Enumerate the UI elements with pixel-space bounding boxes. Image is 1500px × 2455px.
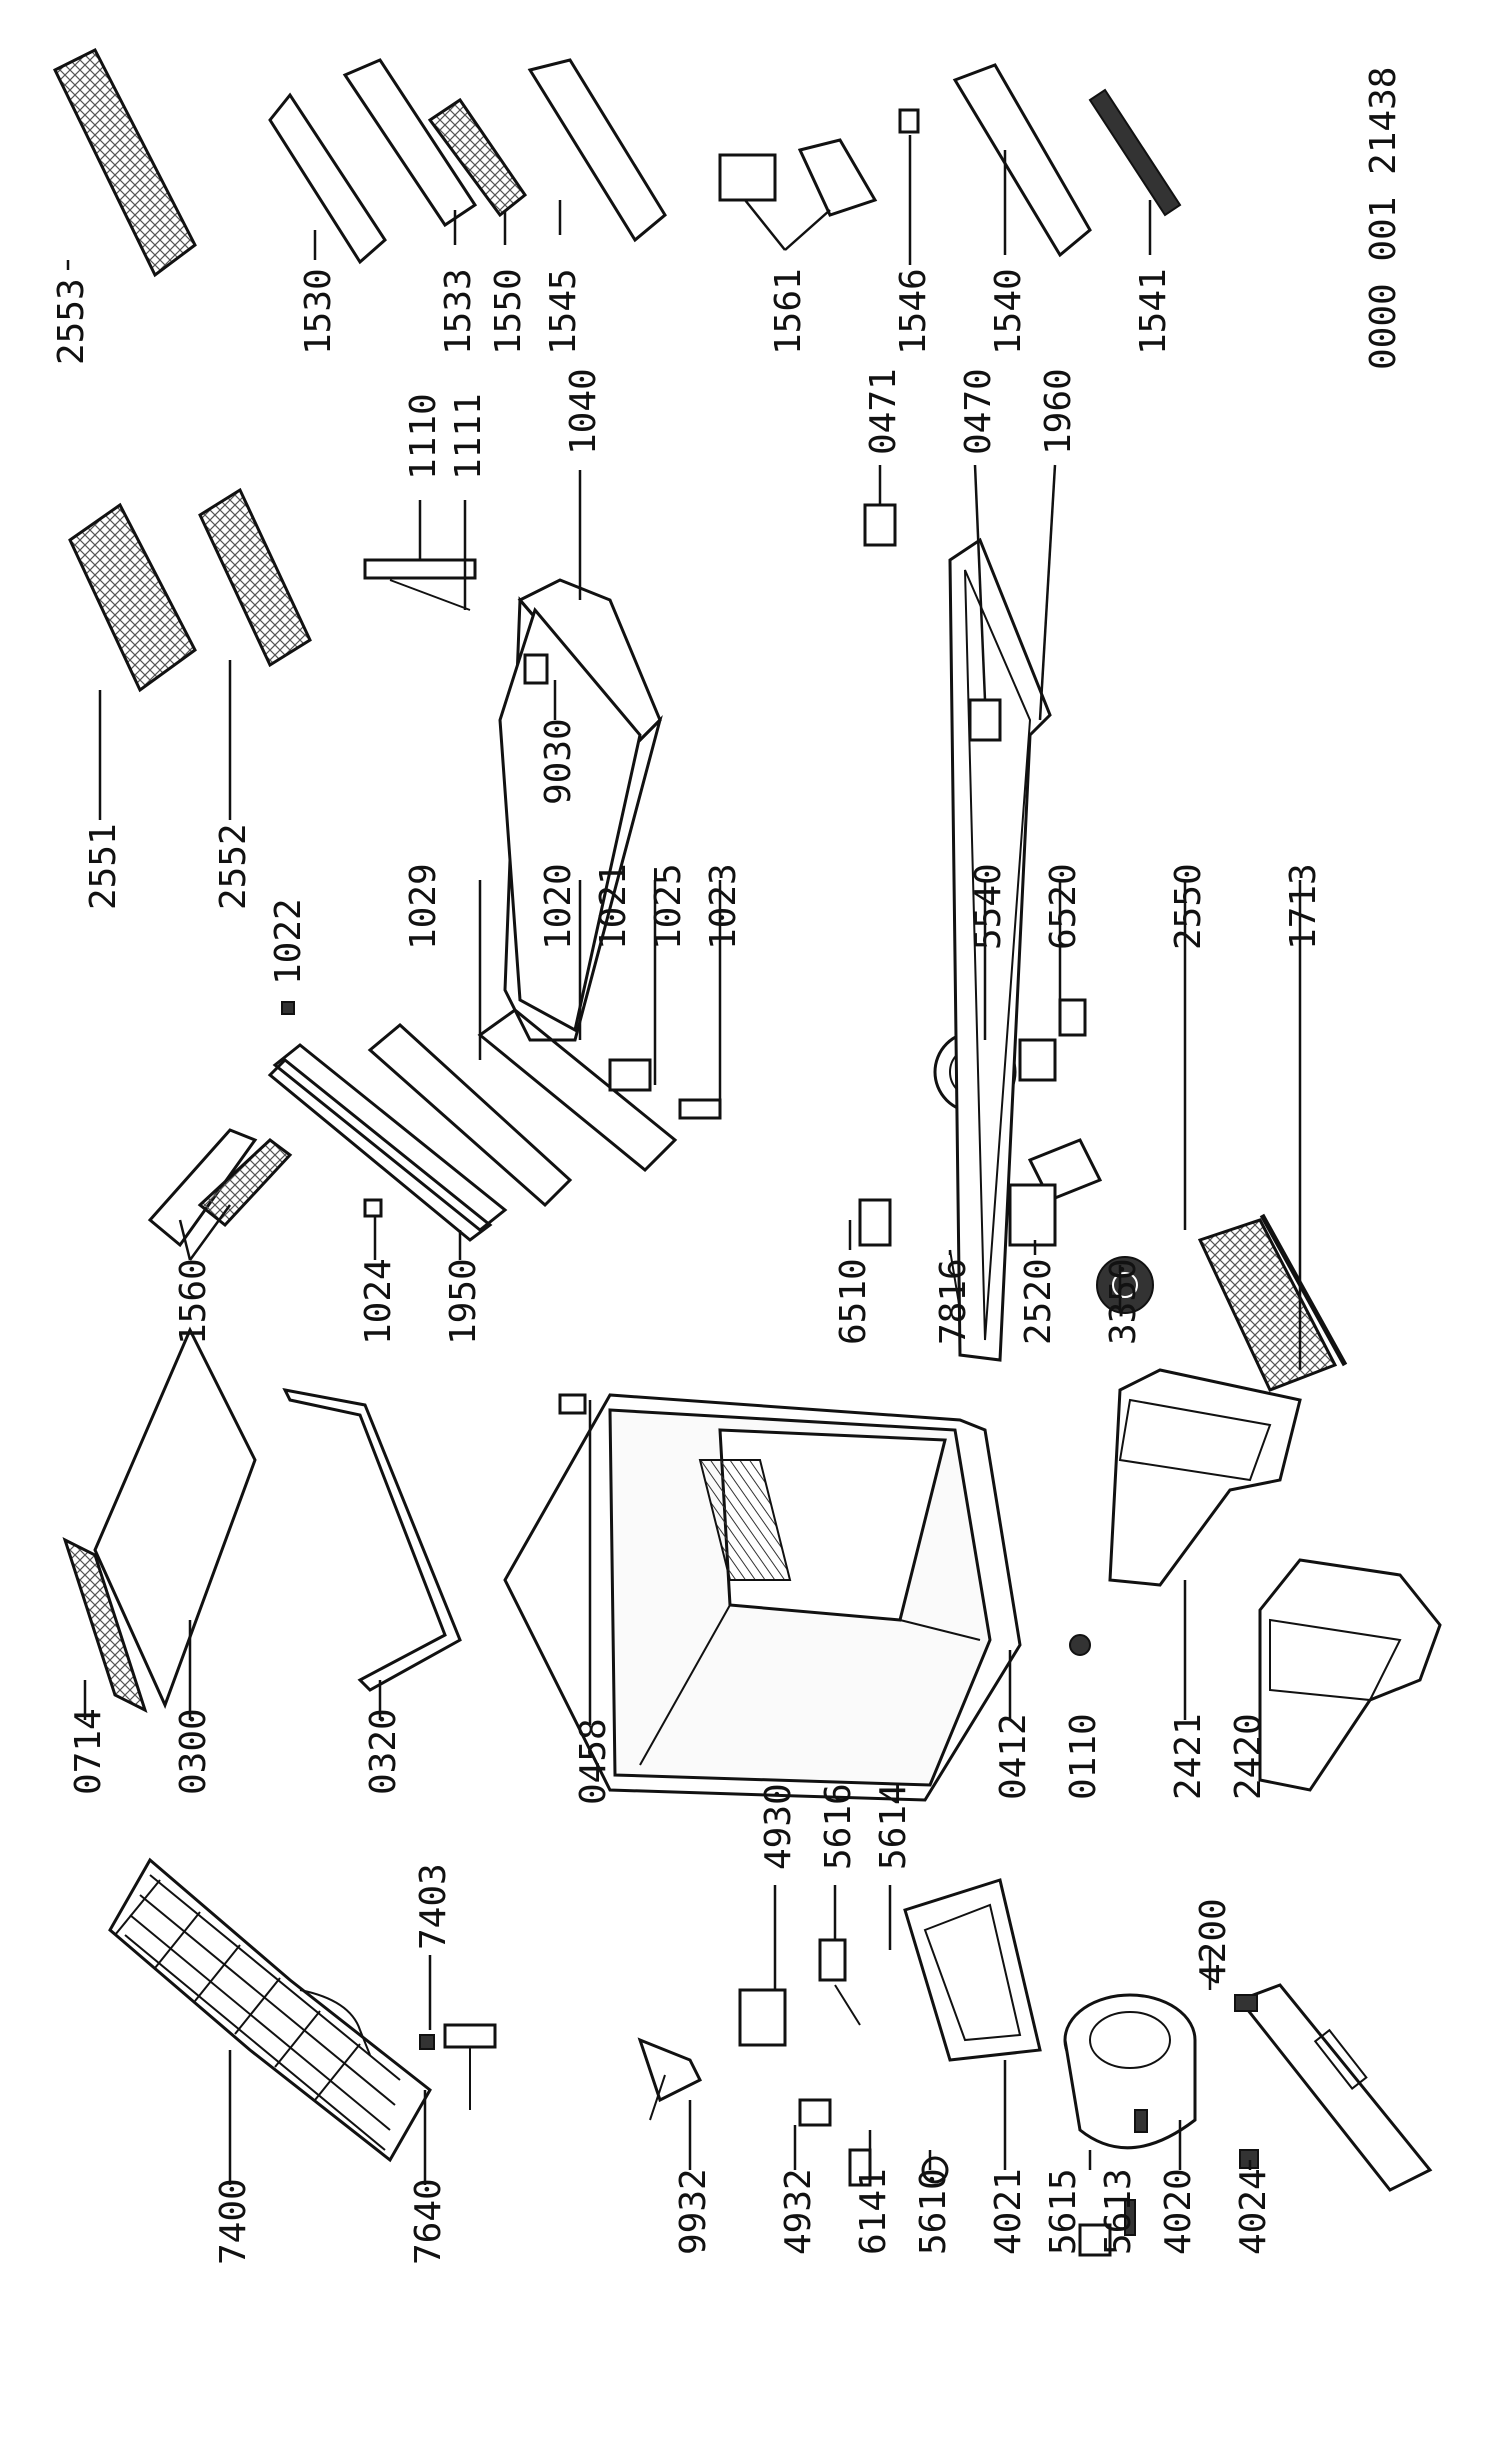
top-plate-part (93, 1326, 257, 1709)
door-balcony-1540-part (952, 63, 1092, 258)
label-1960: 1960 (1038, 368, 1079, 455)
evaporator-coil-part (108, 1857, 435, 2163)
label-1024: 1024 (358, 1258, 399, 1345)
label-9932: 9932 (673, 2168, 714, 2255)
vent-grille-part (62, 1537, 148, 1713)
label-0470: 0470 (958, 368, 999, 455)
label-5540: 5540 (968, 863, 1009, 950)
label-7400: 7400 (213, 2178, 254, 2265)
label-1023: 1023 (703, 863, 744, 950)
label-0471: 0471 (863, 368, 904, 455)
compressor-part (1063, 1993, 1197, 2150)
door-balcony-1533-part (342, 58, 478, 228)
label-0714: 0714 (68, 1708, 109, 1795)
egg-tray-1550-part (427, 97, 528, 218)
part-labels: 7400 7640 7403 0714 0300 0320 0458 0412 … (51, 67, 1404, 2265)
label-5615: 5615 (1043, 2168, 1084, 2255)
label-0110: 0110 (1063, 1713, 1104, 1800)
label-1561: 1561 (768, 268, 809, 355)
label-5610: 5610 (913, 2168, 954, 2255)
label-1111: 1111 (448, 393, 489, 480)
label-1546: 1546 (893, 268, 934, 355)
cabinet-body-part (503, 1393, 1091, 1802)
clip-1546-part (898, 108, 920, 134)
small-components-part (637, 1938, 1136, 2257)
label-2421: 2421 (1168, 1713, 1209, 1800)
label-2520: 2520 (1018, 1258, 1059, 1345)
label-0320: 0320 (363, 1708, 404, 1795)
label-4020: 4020 (1158, 2168, 1199, 2255)
label-4021: 4021 (988, 2168, 1029, 2255)
label-6510: 6510 (833, 1258, 874, 1345)
label-6520: 6520 (1043, 863, 1084, 950)
label-2420: 2420 (1228, 1713, 1269, 1800)
door-balcony-1545-part (527, 58, 667, 243)
label-4200: 4200 (1193, 1898, 1234, 1985)
label-1021: 1021 (593, 863, 634, 950)
label-2550: 2550 (1168, 863, 1209, 950)
document-id: 0000 001 21438 (1363, 67, 1404, 370)
label-7403: 7403 (413, 1863, 454, 1950)
label-7640: 7640 (408, 2178, 449, 2265)
fridge-door-lower-part (948, 537, 1052, 1362)
label-1950: 1950 (443, 1258, 484, 1345)
label-2553: 2553 (51, 278, 92, 365)
drip-tray-part (903, 1878, 1042, 2062)
label-2552: 2552 (213, 823, 254, 910)
label-1022: 1022 (268, 898, 309, 985)
label-7816: 7816 (933, 1258, 974, 1345)
relay-part (1134, 1994, 1259, 2169)
label-5613: 5613 (1098, 2168, 1139, 2255)
butter-box-1561-part (718, 138, 878, 217)
label-0458: 0458 (573, 1718, 614, 1805)
drawer-lower-part (1258, 1558, 1442, 1792)
label-5614: 5614 (873, 1783, 914, 1870)
label-1530: 1530 (298, 268, 339, 355)
label-3350: 3350 (1103, 1258, 1144, 1345)
label-4024: 4024 (1233, 2168, 1274, 2255)
fridge-door-upper-part (498, 578, 663, 1042)
hinge-parts (363, 503, 1002, 742)
drawer-upper-part (1108, 1368, 1302, 1587)
ice-tray-part (147, 1128, 293, 1248)
label-1029: 1029 (403, 863, 444, 950)
door-strip-1541-part (1088, 88, 1182, 217)
wire-shelf-upper-part (68, 487, 312, 693)
door-balcony-1530-part (268, 92, 387, 265)
freezer-door-part (267, 1001, 722, 1242)
bracket-part (443, 2023, 497, 2110)
label-4930: 4930 (758, 1783, 799, 1870)
frame-part (282, 1387, 462, 1692)
label-1541: 1541 (1133, 268, 1174, 355)
label-9030: 9030 (538, 718, 579, 805)
label-4932: 4932 (778, 2168, 819, 2255)
label-1020: 1020 (538, 863, 579, 950)
base-plate-part (1237, 1983, 1433, 2192)
label-1025: 1025 (648, 863, 689, 950)
label-1540: 1540 (988, 268, 1029, 355)
label-1545: 1545 (543, 268, 584, 355)
label-1040: 1040 (563, 368, 604, 455)
label-1713: 1713 (1283, 863, 1324, 950)
label-0300: 0300 (173, 1708, 214, 1795)
door-shelf-top-part (53, 47, 197, 278)
label-1560: 1560 (173, 1258, 214, 1345)
label-1550: 1550 (488, 268, 529, 355)
label-1110: 1110 (403, 393, 444, 480)
leader-lines (66, 135, 1302, 2185)
label-5616: 5616 (818, 1783, 859, 1870)
label-1533: 1533 (438, 268, 479, 355)
glass-shelf-part (1197, 1213, 1348, 1392)
label-6141: 6141 (853, 2168, 894, 2255)
label-2551: 2551 (83, 823, 124, 910)
label-0412: 0412 (993, 1713, 1034, 1800)
